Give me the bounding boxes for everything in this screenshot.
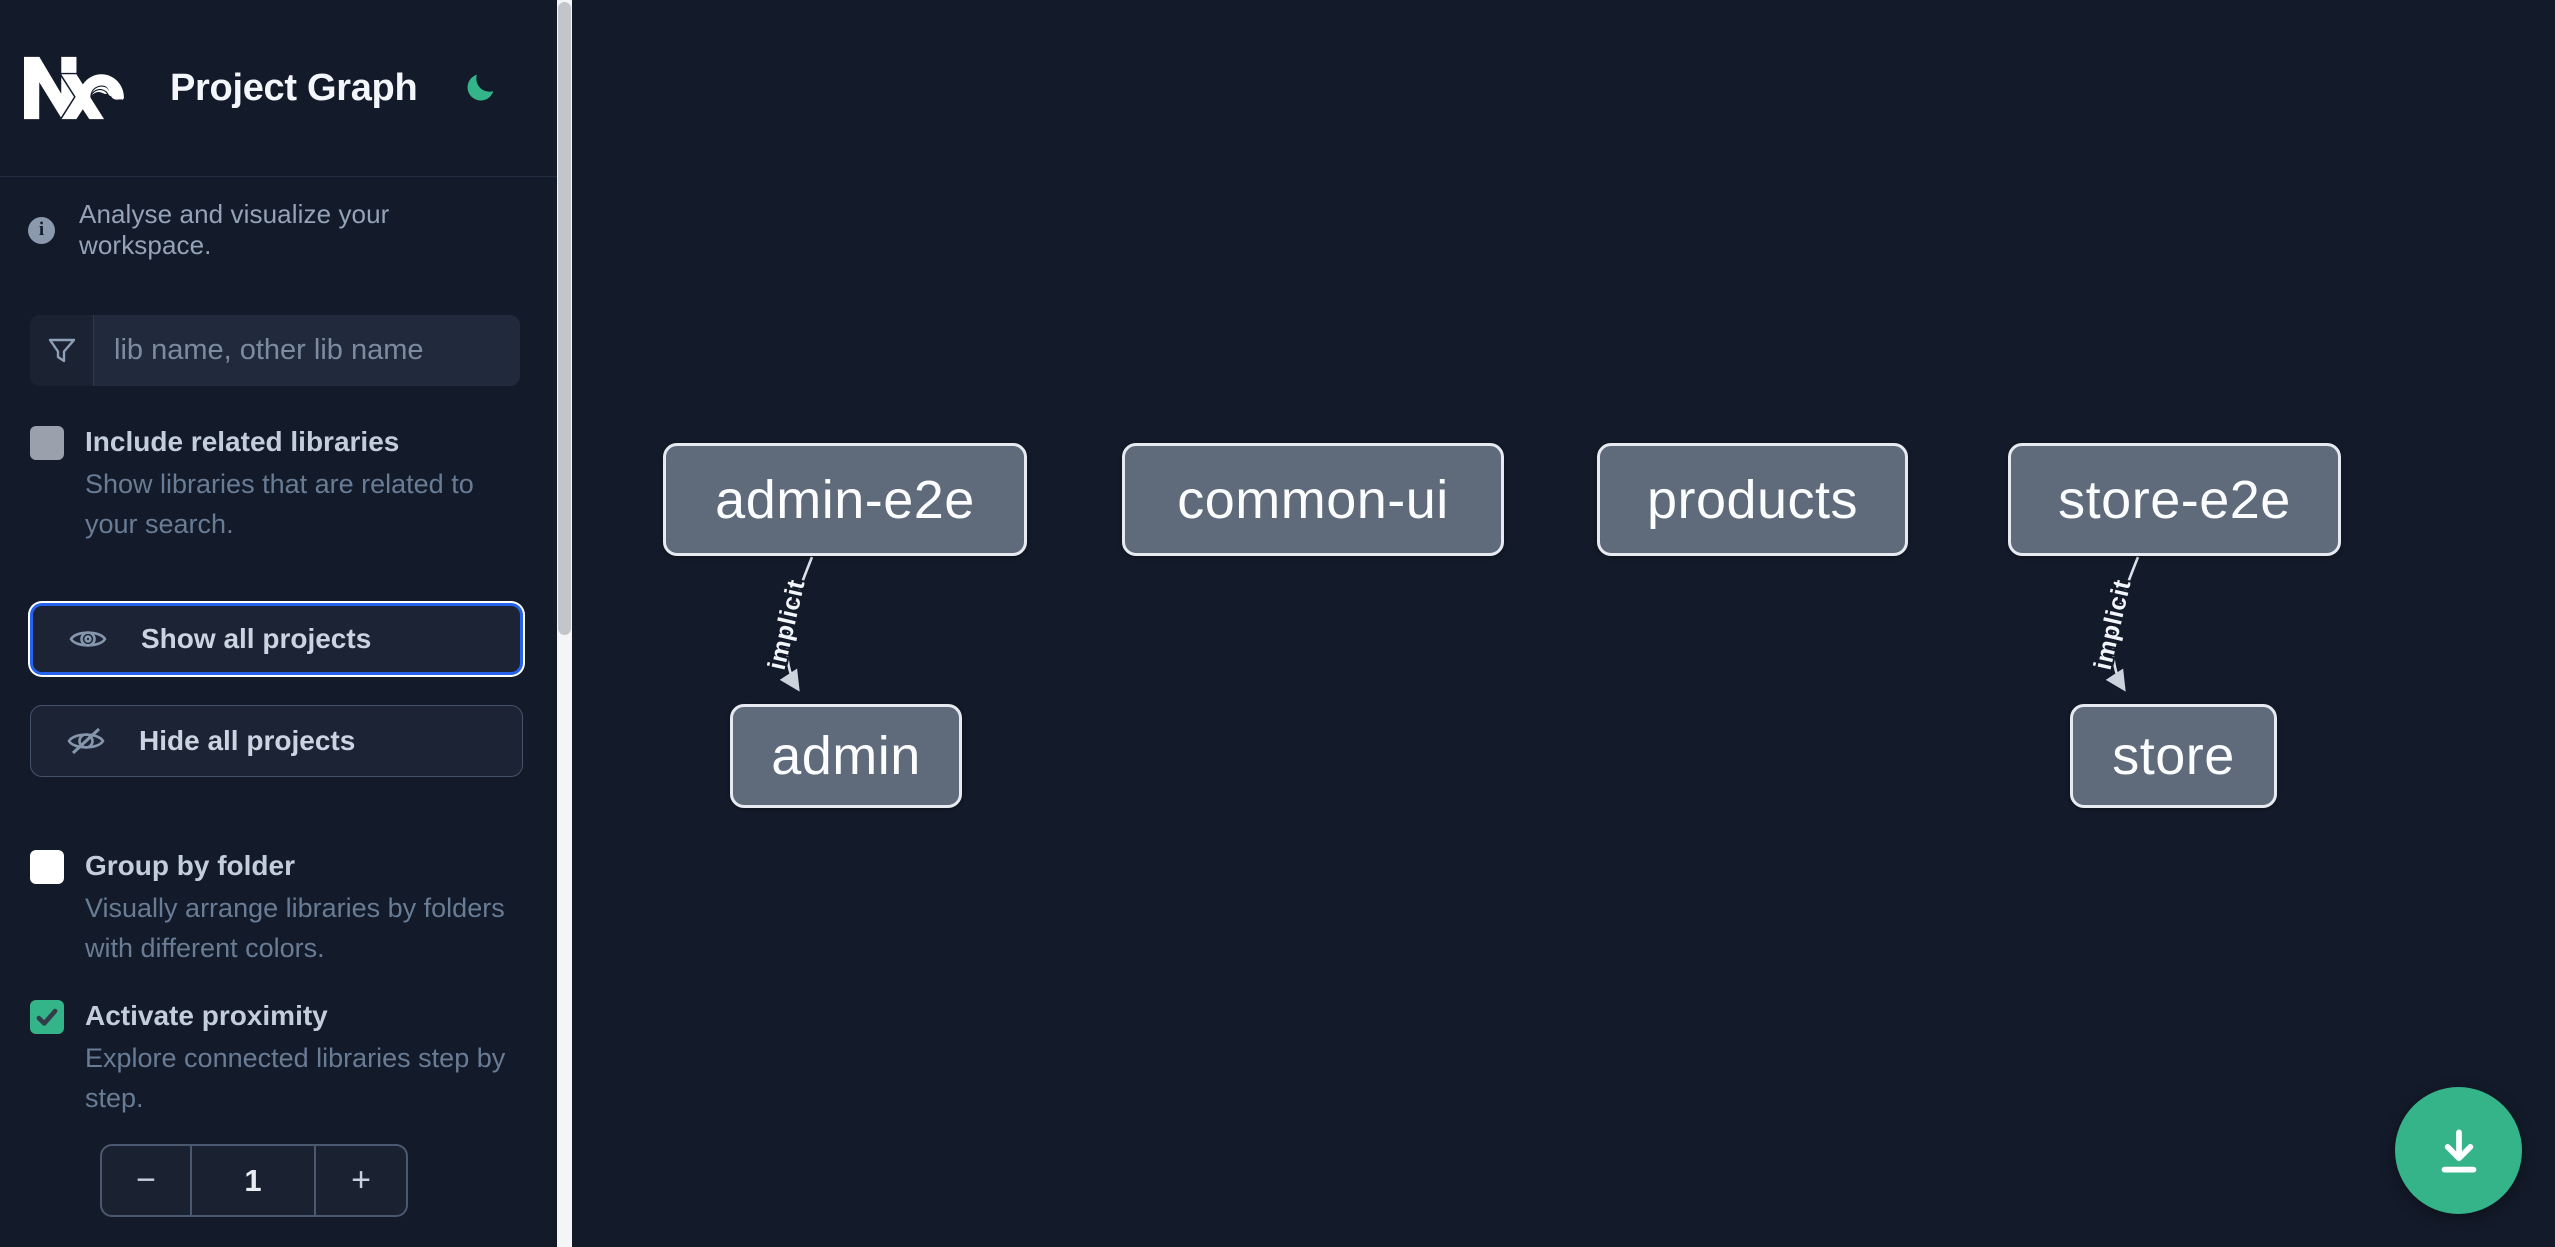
group-by-folder-label: Group by folder — [85, 850, 295, 881]
nx-logo — [24, 56, 124, 120]
graph-edge-store-e2e-store[interactable] — [2105, 556, 2140, 692]
sidebar-scrollbar-thumb[interactable] — [558, 2, 571, 635]
info-icon: i — [28, 216, 55, 244]
hide-all-projects-button[interactable]: Hide all projects — [30, 705, 523, 777]
moon-icon[interactable] — [463, 71, 497, 105]
proximity-depth-value: 1 — [244, 1162, 262, 1198]
graph-edge-admin-e2e-admin[interactable] — [779, 556, 814, 692]
group-by-folder-description: Visually arrange libraries by folders wi… — [85, 893, 505, 963]
eye-off-icon — [67, 727, 105, 755]
group-by-folder-checkbox[interactable] — [30, 850, 64, 884]
graph-node-common-ui[interactable]: common-ui — [1122, 443, 1504, 556]
activate-proximity-row[interactable]: Activate proximity Explore connected lib… — [30, 998, 530, 1118]
intro-text: Analyse and visualize your workspace. — [79, 199, 390, 260]
page-title: Project Graph — [170, 66, 418, 109]
edge-label-store-e2e-store: implicit — [2089, 577, 2137, 673]
search-input[interactable] — [94, 315, 520, 386]
search-box — [30, 315, 520, 386]
include-related-row[interactable]: Include related libraries Show libraries… — [30, 424, 530, 544]
graph-node-store[interactable]: store — [2070, 704, 2277, 808]
show-all-projects-label: Show all projects — [141, 623, 372, 654]
filter-funnel-icon — [30, 315, 94, 386]
hide-all-projects-label: Hide all projects — [139, 725, 356, 756]
graph-edges-layer: implicit implicit — [761, 556, 2140, 692]
download-graph-fab[interactable] — [2395, 1087, 2522, 1214]
sidebar-header: Project Graph — [0, 0, 557, 177]
sidebar: Project Graph i Analyse and visualize yo… — [0, 0, 557, 1247]
include-related-label: Include related libraries — [85, 426, 400, 457]
graph-node-products[interactable]: products — [1597, 443, 1908, 556]
graph-canvas[interactable]: implicit implicit admin-e2e common-ui produ… — [572, 0, 2555, 1247]
graph-node-admin[interactable]: admin — [730, 704, 962, 808]
eye-icon — [69, 631, 107, 647]
download-icon — [2441, 1129, 2476, 1172]
include-related-description: Show libraries that are related to your … — [85, 469, 474, 539]
proximity-depth-stepper: − 1 + — [100, 1144, 408, 1217]
edge-label-admin-e2e-admin: implicit — [763, 577, 811, 673]
show-all-projects-button[interactable]: Show all projects — [30, 603, 523, 675]
graph-node-admin-e2e[interactable]: admin-e2e — [663, 443, 1027, 556]
sidebar-scrollbar-track[interactable] — [557, 0, 572, 1247]
decrement-button[interactable]: − — [102, 1146, 192, 1215]
activate-proximity-checkbox[interactable] — [30, 1000, 64, 1034]
activate-proximity-description: Explore connected libraries step by step… — [85, 1043, 506, 1113]
activate-proximity-label: Activate proximity — [85, 1000, 328, 1031]
increment-button[interactable]: + — [314, 1146, 406, 1215]
checkmark-icon — [36, 1008, 58, 1026]
intro-row: i Analyse and visualize your workspace. — [28, 199, 528, 261]
graph-node-store-e2e[interactable]: store-e2e — [2008, 443, 2341, 556]
include-related-checkbox[interactable] — [30, 426, 64, 460]
group-by-folder-row[interactable]: Group by folder Visually arrange librari… — [30, 848, 530, 968]
